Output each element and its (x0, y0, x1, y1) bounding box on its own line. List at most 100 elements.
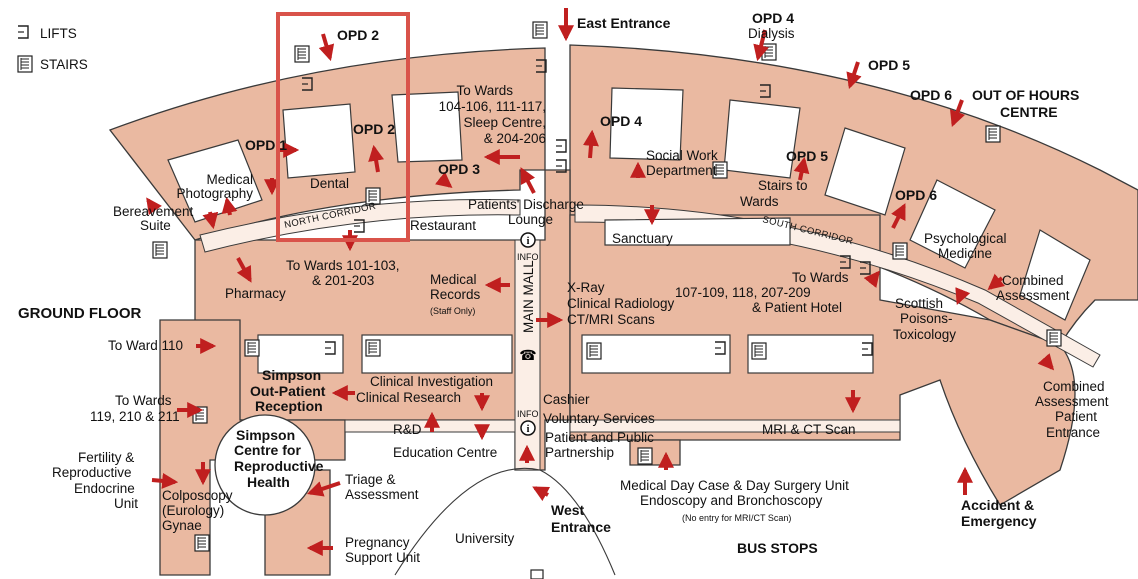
colposcopy-label-3: Gynae (162, 518, 202, 533)
stairs-icon (751, 342, 767, 360)
opd6-top-label: OPD 6 (910, 87, 952, 103)
to-wards-119-label: To Wards (115, 393, 172, 408)
opd1-label: OPD 1 (245, 137, 287, 153)
rooms (167, 87, 1091, 374)
psychological-medicine-label-2: Medicine (938, 246, 992, 261)
patients-discharge-label: Patients' Discharge (468, 197, 584, 212)
legend-stairs-label: STAIRS (40, 57, 88, 72)
floor-label: GROUND FLOOR (18, 305, 141, 322)
accident-emergency-label: Accident & (961, 497, 1034, 513)
simpson-centre-label-4: Health (247, 474, 290, 490)
legend-lifts-label: LIFTS (40, 26, 77, 41)
opd4-top-label: OPD 4 (752, 10, 794, 26)
combined-assessment-label-2: Assessment (996, 288, 1070, 303)
bus-stops-label: BUS STOPS (737, 540, 818, 556)
telephone-icon: ☎ (519, 347, 536, 363)
voluntary-services-label: Voluntary Services (543, 411, 655, 426)
psychological-medicine-label: Psychological (924, 231, 1007, 246)
scottish-poisons-label-2: Poisons- (900, 311, 953, 326)
simpson-centre-label-2: Centre for (234, 442, 301, 458)
map-marker-icon (530, 569, 544, 579)
stairs-icon (586, 342, 602, 360)
info-label-top: INFO (517, 252, 539, 262)
stairs-icon (532, 21, 548, 39)
stairs-icon (152, 241, 168, 259)
day-case-label: Medical Day Case & Day Surgery Unit (620, 478, 849, 493)
day-case-label-3: (No entry for MRI/CT Scan) (682, 513, 791, 523)
east-entrance-label: East Entrance (577, 15, 671, 31)
simpson-centre-rotunda (214, 414, 316, 516)
fertility-label: Fertility & (78, 450, 134, 465)
medical-records-label-2: Records (430, 287, 481, 302)
xray-label-2: Clinical Radiology (567, 296, 675, 311)
lift-legend-icon (17, 25, 29, 39)
stairs-icon (761, 43, 777, 61)
opd6-mid-label: OPD 6 (895, 187, 937, 203)
stairs-icon (194, 534, 210, 552)
xray-label-3: CT/MRI Scans (567, 312, 655, 327)
to-wards-107-label-3: & Patient Hotel (752, 300, 842, 315)
fertility-label-2: Reproductive (52, 465, 132, 480)
opd4-mid-label: OPD 4 (600, 113, 642, 129)
xray-label: X-Ray (567, 280, 605, 295)
colposcopy-label-2: (Eurology) (162, 503, 224, 518)
stairs-icon (244, 339, 260, 357)
combined-entrance-label-3: Patient (1055, 409, 1097, 424)
opd5-mid-label: OPD 5 (786, 148, 828, 164)
stairs-icon (892, 242, 908, 260)
west-entrance-label: West (551, 502, 585, 518)
restaurant-label: Restaurant (410, 218, 476, 233)
opd3-label: OPD 3 (438, 161, 480, 177)
stairs-icon (294, 45, 310, 63)
combined-assessment-label: Combined (1002, 273, 1064, 288)
highlight-box (276, 12, 410, 242)
bereavement-label-2: Suite (140, 218, 171, 233)
info-icon: i (520, 232, 536, 248)
pharmacy-label: Pharmacy (225, 286, 286, 301)
opd5-top-label: OPD 5 (868, 57, 910, 73)
clinical-research-label: Clinical Research (356, 390, 461, 405)
simpson-opr-label-2: Out-Patient (250, 383, 326, 399)
medical-records-label: Medical (430, 272, 477, 287)
to-wards-north-label-2: 104-106, 111-117, (439, 99, 546, 114)
combined-entrance-label: Combined (1043, 379, 1105, 394)
direction-arrows (146, 8, 1055, 556)
to-wards-north-label-3: Sleep Centre, (463, 115, 546, 130)
simpson-opr-label-3: Reception (255, 398, 323, 414)
stairs-icon (637, 447, 653, 465)
opd2-top-label: OPD 2 (337, 27, 379, 43)
stairs-icon (985, 125, 1001, 143)
bereavement-label: Bereavement (113, 204, 194, 219)
social-work-label: Social Work (646, 148, 718, 163)
stairs-icon (365, 339, 381, 357)
triage-label-2: Assessment (345, 487, 419, 502)
ppp-label: Patient and Public (545, 430, 654, 445)
to-wards-107-label-2: 107-109, 118, 207-209 (675, 285, 811, 300)
mri-ct-label: MRI & CT Scan (762, 422, 856, 437)
scottish-poisons-label-3: Toxicology (893, 327, 956, 342)
patients-discharge-label-2: Lounge (508, 212, 553, 227)
svg-text:i: i (527, 236, 530, 247)
scottish-poisons-label: Scottish (895, 296, 943, 311)
out-of-hours-label-2: CENTRE (1000, 104, 1058, 120)
fertility-label-4: Unit (114, 496, 138, 511)
pregnancy-support-label-2: Support Unit (345, 550, 420, 565)
university-label: University (455, 531, 515, 546)
stairs-legend-icon (17, 55, 33, 73)
info-label-bottom: INFO (517, 409, 539, 419)
to-wards-119-label-2: 119, 210 & 211 (90, 409, 180, 424)
day-case-label-2: Endoscopy and Bronchoscopy (640, 493, 823, 508)
ppp-label-2: Partnership (545, 445, 614, 460)
info-icon: i (520, 420, 536, 436)
west-entrance-label-2: Entrance (551, 519, 611, 535)
opd2-mid-label: OPD 2 (353, 121, 395, 137)
simpson-centre-label-3: Reproductive (234, 458, 324, 474)
education-centre-label: Education Centre (393, 445, 497, 460)
to-ward-110-label: To Ward 110 (108, 338, 183, 353)
clinical-investigation-label: Clinical Investigation (370, 374, 493, 389)
fertility-label-3: Endocrine (74, 481, 135, 496)
medical-photography-label: Medical (206, 172, 253, 187)
to-wards-101-label-2: & 201-203 (312, 273, 374, 288)
medical-photography-label-2: Photography (176, 186, 253, 201)
